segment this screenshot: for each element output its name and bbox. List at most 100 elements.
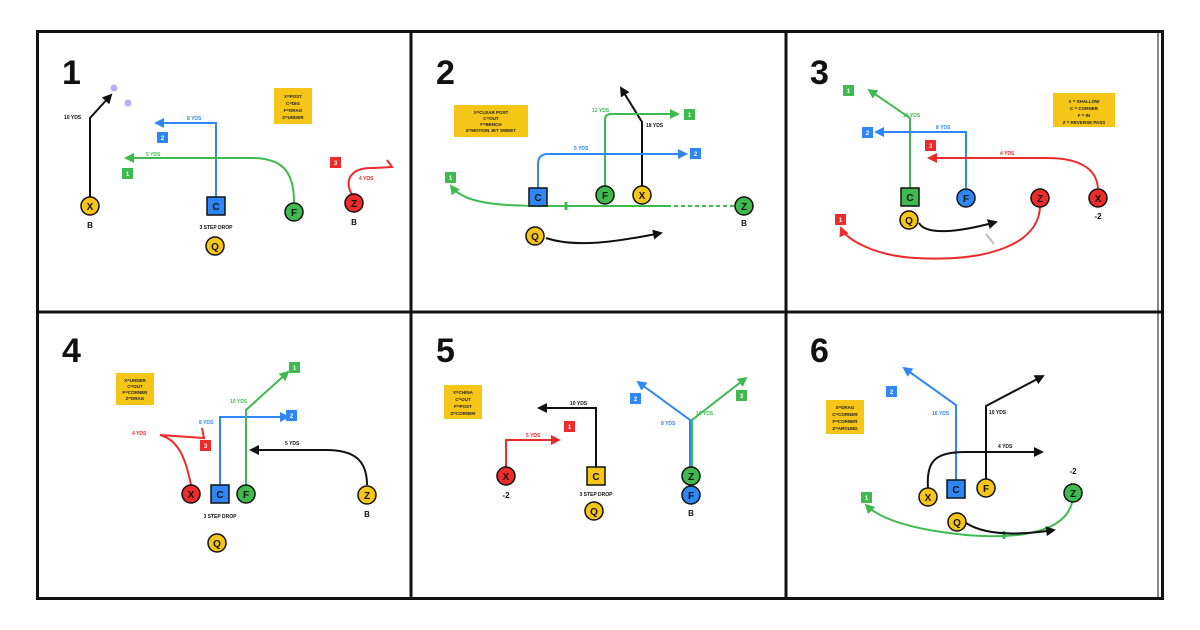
route-x <box>89 93 113 198</box>
svg-text:C=DIG: C=DIG <box>286 101 300 106</box>
svg-text:4 YDS: 4 YDS <box>998 444 1013 450</box>
route-tag: 1 <box>684 109 695 120</box>
play-number: 5 <box>436 332 455 370</box>
svg-text:F = IN: F = IN <box>1078 113 1090 118</box>
player-c: C <box>210 484 230 504</box>
svg-text:12 YDS: 12 YDS <box>592 108 610 114</box>
play-number: 3 <box>810 54 829 92</box>
svg-text:5 YDS: 5 YDS <box>285 441 300 447</box>
svg-text:2: 2 <box>866 131 870 137</box>
svg-text:Z: Z <box>741 202 747 213</box>
svg-text:Q: Q <box>590 507 598 518</box>
player-q: Q <box>205 236 225 256</box>
svg-text:C: C <box>216 490 223 501</box>
player-q: Q <box>525 226 545 246</box>
route-x <box>159 427 206 486</box>
svg-text:8 YDS: 8 YDS <box>936 125 951 131</box>
player-c: C <box>586 466 606 486</box>
svg-text:3 STEP DROP: 3 STEP DROP <box>580 492 614 498</box>
player-c: C <box>528 187 548 207</box>
route-tag: 1 <box>564 421 575 432</box>
route-tag: 2 <box>690 148 701 159</box>
svg-text:-2: -2 <box>502 491 510 500</box>
svg-text:F=BENCH: F=BENCH <box>480 122 501 127</box>
svg-text:1: 1 <box>865 496 869 502</box>
svg-text:X=POST: X=POST <box>284 94 302 99</box>
play-5: 5 X=CHINA C=OUT F=POST Z=CORNER 10 YDS 5… <box>436 332 748 521</box>
play-key: X=DRAG C=CORNER F=CORNER Z=AROUND <box>826 400 864 434</box>
svg-text:F=CORNER: F=CORNER <box>123 390 149 395</box>
svg-text:Z = REVERSE PASS: Z = REVERSE PASS <box>1063 120 1106 125</box>
svg-text:1: 1 <box>449 176 453 182</box>
svg-text:Z=UNDER: Z=UNDER <box>282 115 304 120</box>
route-z <box>449 184 667 207</box>
play-1: 1 X=POST C=DIG F=DRAG Z=UNDER 10 YDS 8 Y… <box>62 54 394 256</box>
play-number: 2 <box>436 54 455 92</box>
player-f: F <box>236 484 256 504</box>
svg-text:10 YDS: 10 YDS <box>570 401 588 407</box>
svg-text:1: 1 <box>688 113 692 119</box>
player-c: C <box>206 196 226 216</box>
route-c <box>537 403 597 467</box>
player-f: F <box>956 188 976 208</box>
player-z: Z <box>1063 483 1083 503</box>
svg-text:Q: Q <box>211 242 219 253</box>
route-z <box>347 159 394 199</box>
player-q: Q <box>899 210 919 230</box>
player-z: Z <box>344 193 364 213</box>
route-tag: 2 <box>630 393 641 404</box>
svg-text:B: B <box>741 219 747 228</box>
svg-text:C: C <box>592 472 599 483</box>
svg-text:Z=AROUND: Z=AROUND <box>832 426 858 431</box>
svg-text:Z: Z <box>1037 194 1043 205</box>
svg-text:F=CORNER: F=CORNER <box>833 419 859 424</box>
route-tag: 2 <box>886 386 897 397</box>
svg-text:2: 2 <box>161 136 165 142</box>
svg-text:Z: Z <box>364 491 370 502</box>
svg-text:X: X <box>639 191 646 202</box>
player-f: F <box>976 478 996 498</box>
svg-text:3 STEP DROP: 3 STEP DROP <box>204 514 238 520</box>
player-f: F <box>595 185 615 205</box>
svg-text:C: C <box>906 193 913 204</box>
svg-text:3: 3 <box>334 161 338 167</box>
route-tag: 3 <box>200 440 211 451</box>
svg-text:C=OUT: C=OUT <box>455 397 471 402</box>
player-q: Q <box>207 533 227 553</box>
route-x <box>505 435 561 467</box>
player-z: Z <box>357 485 377 505</box>
svg-text:5 YDS: 5 YDS <box>574 146 589 152</box>
svg-text:X = SHALLOW: X = SHALLOW <box>1069 99 1101 104</box>
svg-text:C: C <box>534 193 541 204</box>
play-3: 3 X = SHALLOW C = CORNER F = IN Z = REVE… <box>810 54 1115 260</box>
svg-text:10 YDS: 10 YDS <box>230 399 248 405</box>
svg-text:B: B <box>364 510 370 519</box>
svg-text:X=DRAG: X=DRAG <box>836 405 855 410</box>
route-f <box>245 370 290 485</box>
svg-text:C = CORNER: C = CORNER <box>1070 106 1099 111</box>
play-key: X=CLEAR POST C=OUT F=BENCH Z=MOTION JET … <box>454 105 528 137</box>
svg-text:8 YDS: 8 YDS <box>187 116 202 122</box>
svg-text:-2: -2 <box>1069 467 1077 476</box>
defender-marker <box>110 84 118 92</box>
svg-text:Q: Q <box>531 232 539 243</box>
playbook-svg: 1 X=POST C=DIG F=DRAG Z=UNDER 10 YDS 8 Y… <box>36 30 1164 600</box>
route-tag: 1 <box>289 362 300 373</box>
play-6: 6 X=DRAG C=CORNER F=CORNER Z=AROUND 16 Y… <box>810 332 1083 539</box>
svg-text:F: F <box>983 484 989 495</box>
svg-text:4 YDS: 4 YDS <box>132 431 147 437</box>
svg-text:B: B <box>351 218 357 227</box>
route-tag: 1 <box>861 492 872 503</box>
svg-text:F: F <box>243 490 249 501</box>
svg-text:Z: Z <box>1070 489 1076 500</box>
svg-text:F: F <box>688 491 694 502</box>
play-2: 2 X=CLEAR POST C=OUT F=BENCH Z=MOTION JE… <box>436 54 754 246</box>
route-tag: 2 <box>862 127 873 138</box>
svg-text:3: 3 <box>204 444 208 450</box>
svg-text:C: C <box>952 485 959 496</box>
play-4: 4 X=UNDER C=OUT F=CORNER Z=DRAG 4 YDS 8 … <box>62 332 377 553</box>
route-tag: 3 <box>925 140 936 151</box>
svg-text:F: F <box>602 191 608 202</box>
route-tag: 2 <box>286 410 297 421</box>
route-c <box>867 88 911 188</box>
